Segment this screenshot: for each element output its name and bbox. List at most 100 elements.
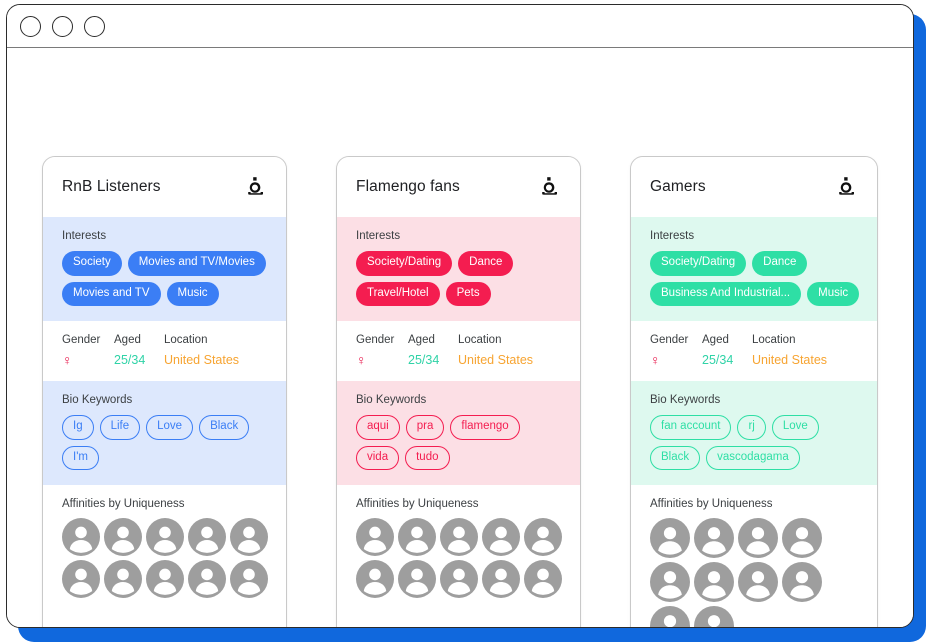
user-avatar-icon[interactable] <box>356 560 394 598</box>
affinity-avatar-grid <box>356 518 563 598</box>
user-avatar-icon[interactable] <box>694 562 734 602</box>
affinities-section: Affinities by Uniqueness <box>631 485 877 627</box>
user-avatar-icon[interactable] <box>146 560 184 598</box>
user-avatar-icon[interactable] <box>104 518 142 556</box>
age-value: 25/34 <box>114 353 146 367</box>
affinities-label: Affinities by Uniqueness <box>356 498 479 510</box>
maximize-button[interactable] <box>84 15 105 37</box>
user-avatar-icon[interactable] <box>694 606 734 627</box>
interest-pill[interactable]: Pets <box>445 281 491 306</box>
affinities-section: Affinities by Uniqueness <box>43 485 286 615</box>
interest-pill[interactable]: Dance <box>458 251 514 276</box>
location-value: United States <box>164 353 240 367</box>
interest-pill[interactable]: Society/Dating <box>356 251 453 276</box>
bio-keyword-pill[interactable]: I'm <box>62 445 99 470</box>
user-avatar-icon[interactable] <box>782 518 822 558</box>
user-avatar-icon[interactable] <box>104 560 142 598</box>
affinities-label: Affinities by Uniqueness <box>62 498 185 510</box>
age-label: Aged <box>702 334 729 346</box>
interests-label: Interests <box>650 230 695 242</box>
window-titlebar <box>7 5 913 48</box>
affinities-label: Affinities by Uniqueness <box>650 498 773 510</box>
user-avatar-icon[interactable] <box>482 560 520 598</box>
gender-value: ♀ <box>650 352 661 368</box>
user-avatar-icon[interactable] <box>62 560 100 598</box>
close-button[interactable] <box>20 15 41 37</box>
user-avatar-icon[interactable] <box>738 562 778 602</box>
audiense-a-logo-icon <box>538 175 563 200</box>
affinity-avatar-grid <box>650 518 860 627</box>
bio-keyword-pill[interactable]: vascodagama <box>706 445 800 470</box>
age-label: Aged <box>114 334 141 346</box>
age-value: 25/34 <box>702 353 734 367</box>
card-header: Gamers <box>631 157 877 217</box>
gender-label: Gender <box>650 334 689 346</box>
gender-value: ♀ <box>356 352 367 368</box>
user-avatar-icon[interactable] <box>524 560 562 598</box>
card-header: Flamengo fans <box>337 157 580 217</box>
user-avatar-icon[interactable] <box>738 518 778 558</box>
user-avatar-icon[interactable] <box>440 518 478 556</box>
audiense-a-logo-icon <box>835 175 860 200</box>
bio-keyword-pill[interactable]: Black <box>650 445 701 470</box>
bio-keyword-pill[interactable]: Ig <box>62 415 94 440</box>
interest-pill[interactable]: Dance <box>752 251 808 276</box>
user-avatar-icon[interactable] <box>650 562 690 602</box>
user-avatar-icon[interactable] <box>356 518 394 556</box>
user-avatar-icon[interactable] <box>440 560 478 598</box>
bio-keyword-pill[interactable]: tudo <box>405 445 450 470</box>
bio-keyword-pill[interactable]: fan account <box>650 415 732 440</box>
user-avatar-icon[interactable] <box>524 518 562 556</box>
user-avatar-icon[interactable] <box>62 518 100 556</box>
user-avatar-icon[interactable] <box>398 560 436 598</box>
card-title: Flamengo fans <box>356 178 460 195</box>
interest-pill[interactable]: Society/Dating <box>650 251 747 276</box>
bio-keyword-pill[interactable]: Life <box>99 415 141 440</box>
bio-keywords-label: Bio Keywords <box>650 394 721 406</box>
user-avatar-icon[interactable] <box>398 518 436 556</box>
user-avatar-icon[interactable] <box>650 606 690 627</box>
affinity-avatar-grid <box>62 518 269 598</box>
minimize-button[interactable] <box>52 15 73 37</box>
user-avatar-icon[interactable] <box>188 518 226 556</box>
age-value: 25/34 <box>408 353 440 367</box>
bio-keyword-pill[interactable]: pra <box>405 415 445 440</box>
bio-keyword-pill[interactable]: aqui <box>356 415 400 440</box>
user-avatar-icon[interactable] <box>188 560 226 598</box>
interest-pill[interactable]: Travel/Hotel <box>356 281 440 306</box>
user-avatar-icon[interactable] <box>694 518 734 558</box>
user-avatar-icon[interactable] <box>782 562 822 602</box>
bio-keyword-pill[interactable]: flamengo <box>450 415 520 440</box>
user-avatar-icon[interactable] <box>230 518 268 556</box>
interest-pill[interactable]: Society <box>62 251 122 276</box>
bio-keyword-pill[interactable]: Love <box>146 415 194 440</box>
user-avatar-icon[interactable] <box>230 560 268 598</box>
interest-pill[interactable]: Movies and TV <box>62 281 161 306</box>
interest-pill[interactable]: Business And Industrial... <box>650 281 802 306</box>
user-avatar-icon[interactable] <box>482 518 520 556</box>
bio-keyword-pill[interactable]: Love <box>771 415 819 440</box>
location-value: United States <box>752 353 828 367</box>
user-avatar-icon[interactable] <box>146 518 184 556</box>
interest-pill[interactable]: Movies and TV/Movies <box>127 251 266 276</box>
interest-pill[interactable]: Music <box>807 281 860 306</box>
audiense-a-logo-icon <box>244 175 269 200</box>
user-avatar-icon[interactable] <box>650 518 690 558</box>
bio-keyword-pill[interactable]: Black <box>199 415 250 440</box>
interest-pill[interactable]: Music <box>166 281 219 306</box>
age-label: Aged <box>408 334 435 346</box>
bio-keyword-pill[interactable]: vida <box>356 445 400 470</box>
bio-keywords-label: Bio Keywords <box>62 394 133 406</box>
bio-keyword-pill[interactable]: rj <box>737 415 766 440</box>
